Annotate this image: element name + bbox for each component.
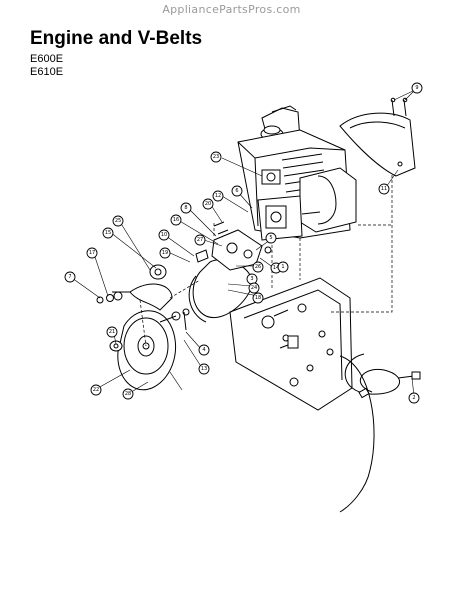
model-list: E600E E610E <box>30 53 63 79</box>
svg-text:28: 28 <box>125 391 131 397</box>
leader-lines <box>71 89 416 397</box>
callout: 24 <box>248 282 260 294</box>
frame-plate <box>229 277 353 411</box>
svg-text:8: 8 <box>184 205 187 211</box>
model-number: E610E <box>30 66 64 78</box>
callouts: 9 11 23 12 6 20 8 16 10 27 5 19 25 15 17… <box>64 82 423 404</box>
callout: 23 <box>210 151 222 163</box>
callout: 15 <box>102 227 114 239</box>
svg-text:24: 24 <box>251 285 257 291</box>
callout: 12 <box>212 190 224 202</box>
svg-text:21: 21 <box>109 329 115 335</box>
callout: 21 <box>106 326 118 338</box>
callout: 6 <box>231 185 243 197</box>
callout: 28 <box>122 388 134 400</box>
svg-text:22: 22 <box>93 387 99 393</box>
watermark: AppliancePartsPros.com <box>162 3 301 16</box>
v-belt <box>112 259 253 323</box>
power-cord <box>344 353 421 399</box>
svg-text:5: 5 <box>269 235 272 241</box>
engine <box>237 105 357 241</box>
callout: 19 <box>159 247 171 259</box>
callout: 13 <box>198 363 210 375</box>
svg-text:1: 1 <box>281 264 284 270</box>
svg-text:3: 3 <box>250 276 253 282</box>
callout: 11 <box>378 183 390 195</box>
callout: 18 <box>252 292 264 304</box>
callout: 4 <box>198 344 210 356</box>
svg-text:6: 6 <box>235 188 238 194</box>
svg-text:20: 20 <box>205 201 211 207</box>
svg-text:13: 13 <box>201 366 207 372</box>
callout: 16 <box>170 214 182 226</box>
svg-text:14: 14 <box>273 265 279 271</box>
page-title: Engine and V-Belts <box>30 28 203 49</box>
svg-text:25: 25 <box>115 218 121 224</box>
auger-pulley <box>117 310 177 391</box>
svg-text:4: 4 <box>202 347 205 353</box>
callout: 8 <box>180 202 192 214</box>
svg-text:10: 10 <box>161 232 167 238</box>
model-number: E600E <box>30 53 64 65</box>
svg-text:12: 12 <box>215 193 221 199</box>
svg-text:18: 18 <box>255 295 261 301</box>
svg-text:11: 11 <box>381 186 387 192</box>
callout: 25 <box>112 215 124 227</box>
svg-text:7: 7 <box>68 274 71 280</box>
auger-housing <box>339 355 375 513</box>
svg-text:19: 19 <box>162 250 168 256</box>
callout: 10 <box>158 229 170 241</box>
svg-text:17: 17 <box>89 250 95 256</box>
callout: 9 <box>411 82 423 94</box>
callout: 1 <box>277 261 289 273</box>
callout: 22 <box>90 384 102 396</box>
svg-text:26: 26 <box>255 264 261 270</box>
callout: 5 <box>265 232 277 244</box>
svg-text:15: 15 <box>105 230 111 236</box>
hardware <box>96 291 190 352</box>
svg-text:23: 23 <box>213 154 219 160</box>
callout: 20 <box>202 198 214 210</box>
callout: 2 <box>408 392 420 404</box>
svg-text:27: 27 <box>197 237 203 243</box>
callout: 7 <box>64 271 76 283</box>
callout: 17 <box>86 247 98 259</box>
callout: 3 <box>246 273 258 285</box>
callout: 27 <box>194 234 206 246</box>
callout: 26 <box>252 261 264 273</box>
belt-cover <box>339 97 416 177</box>
svg-text:16: 16 <box>173 217 179 223</box>
svg-text:9: 9 <box>415 85 418 91</box>
svg-text:2: 2 <box>412 395 415 401</box>
